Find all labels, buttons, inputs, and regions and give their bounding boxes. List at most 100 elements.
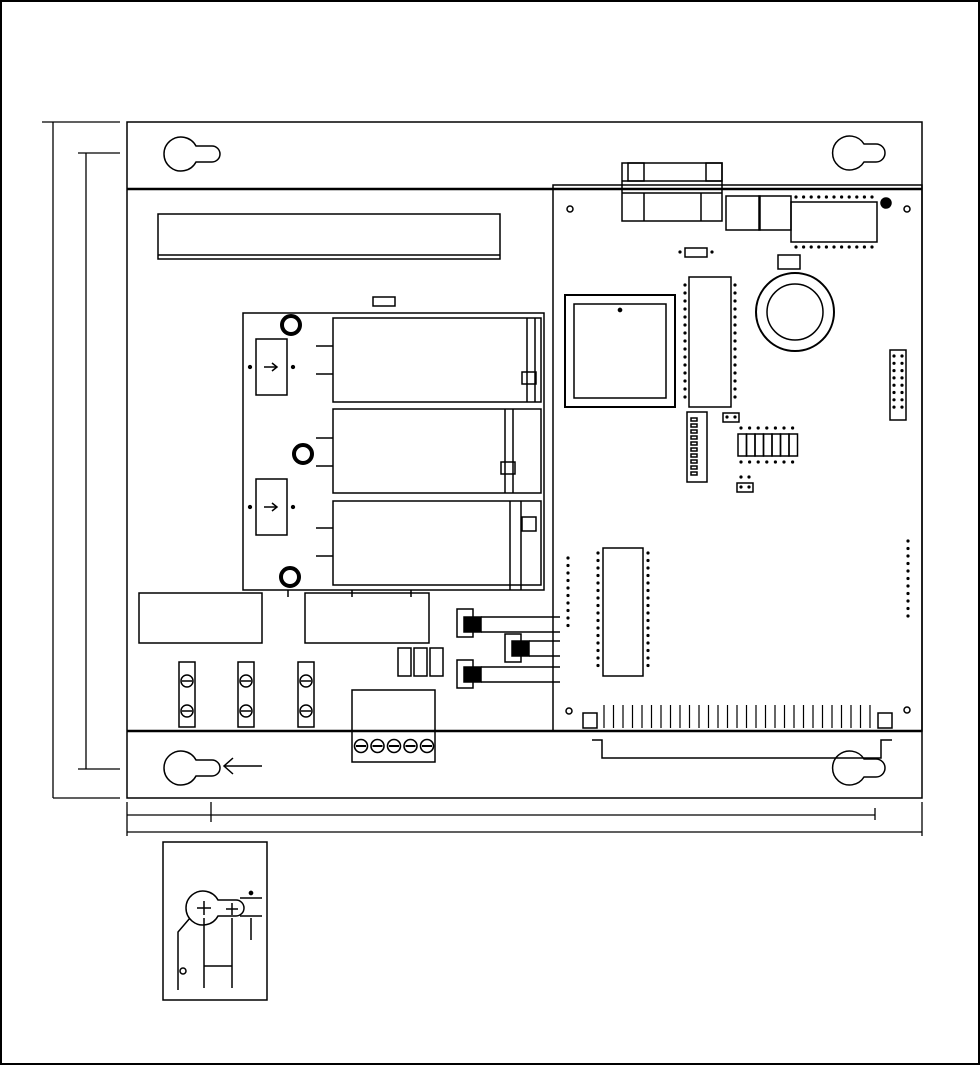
- pin-dot: [596, 551, 599, 554]
- pin-dot: [900, 406, 903, 409]
- pin-dot: [906, 577, 909, 580]
- pin-dot: [863, 195, 866, 198]
- relay-1: [316, 318, 541, 402]
- plug-housing: [464, 667, 481, 682]
- keyhole-mount-bottom-right: [833, 751, 885, 785]
- pin-dot: [733, 395, 736, 398]
- pin-dot: [747, 475, 750, 478]
- pin-dot: [733, 315, 736, 318]
- standoff: [281, 568, 299, 586]
- mount-hole: [566, 708, 572, 714]
- pin-dot: [596, 589, 599, 592]
- pin-dot: [646, 649, 649, 652]
- pin-dot: [566, 616, 569, 619]
- connector-latch: [878, 713, 892, 728]
- pin-dot: [683, 315, 686, 318]
- resistor: [781, 434, 790, 456]
- pin-dot: [733, 387, 736, 390]
- terminal-strip: [158, 214, 500, 259]
- pin-dot: [733, 307, 736, 310]
- pin-dot: [906, 584, 909, 587]
- mount-hole: [904, 206, 910, 212]
- pin-dot: [906, 569, 909, 572]
- pin-dot: [566, 601, 569, 604]
- pin-dot: [765, 426, 768, 429]
- pin-dot: [566, 579, 569, 582]
- pin-dot: [683, 323, 686, 326]
- pin-dot: [782, 460, 785, 463]
- pin-dot: [900, 354, 903, 357]
- dip-lever: [691, 436, 697, 439]
- crystal: [685, 248, 707, 257]
- indicator-led: [881, 198, 891, 208]
- pin-dot: [757, 460, 760, 463]
- pin-dot: [810, 245, 813, 248]
- pin-dot: [646, 581, 649, 584]
- connector-screws: [355, 740, 434, 753]
- pin-dot: [892, 354, 895, 357]
- pin-dot: [748, 426, 751, 429]
- pin-dot: [683, 395, 686, 398]
- jumper: [737, 483, 753, 492]
- pin-dot: [646, 574, 649, 577]
- dip-lever: [691, 460, 697, 463]
- pin: [292, 366, 295, 369]
- mount-hole: [904, 707, 910, 713]
- connector-post: [706, 163, 722, 181]
- fuse-holder: [430, 648, 443, 676]
- dip-lever: [691, 424, 697, 427]
- pin-dot: [733, 355, 736, 358]
- pin-dot: [802, 195, 805, 198]
- pin-dot: [678, 250, 681, 253]
- pin-dot: [892, 376, 895, 379]
- fuse-holder: [414, 648, 427, 676]
- pin-dot: [817, 245, 820, 248]
- modular-jacks: [726, 196, 791, 230]
- pin-dot: [900, 391, 903, 394]
- pin-dot: [596, 581, 599, 584]
- enclosure: [127, 122, 922, 798]
- pin-dot: [733, 283, 736, 286]
- pin-dot: [646, 589, 649, 592]
- pin-dot: [810, 195, 813, 198]
- pin-dot: [683, 379, 686, 382]
- pin-dot: [566, 564, 569, 567]
- pin-dot: [596, 596, 599, 599]
- pin-dot: [596, 611, 599, 614]
- pin-dot: [596, 656, 599, 659]
- pin: [292, 506, 295, 509]
- keyhole-icon: [833, 136, 885, 170]
- pin-dot: [733, 299, 736, 302]
- pin-dot: [566, 571, 569, 574]
- pin-dot: [646, 641, 649, 644]
- pin-dot: [791, 460, 794, 463]
- pin-dot: [733, 363, 736, 366]
- pin-dot: [646, 596, 649, 599]
- pin-dot: [906, 599, 909, 602]
- standoff: [294, 445, 312, 463]
- jumper-block-1: [249, 339, 295, 395]
- resistor: [755, 434, 764, 456]
- relay-3: [316, 501, 541, 590]
- pin-dot: [825, 195, 828, 198]
- edge-pins: [604, 705, 870, 728]
- pin-dot: [566, 594, 569, 597]
- pin-dot: [863, 245, 866, 248]
- pin-dot: [596, 649, 599, 652]
- pin-dot: [596, 641, 599, 644]
- resistor: [738, 434, 747, 456]
- dimension-lines: [42, 122, 922, 836]
- dip-lever: [691, 466, 697, 469]
- pin-dot: [906, 562, 909, 565]
- relay-tab: [522, 372, 536, 384]
- pin-dot: [739, 426, 742, 429]
- pin-dot: [892, 406, 895, 409]
- pin-dot: [683, 339, 686, 342]
- transformer-right: [305, 593, 429, 643]
- pin-dot: [765, 460, 768, 463]
- pin-dot: [848, 195, 851, 198]
- pin-dot: [596, 634, 599, 637]
- chip-die: [574, 304, 666, 398]
